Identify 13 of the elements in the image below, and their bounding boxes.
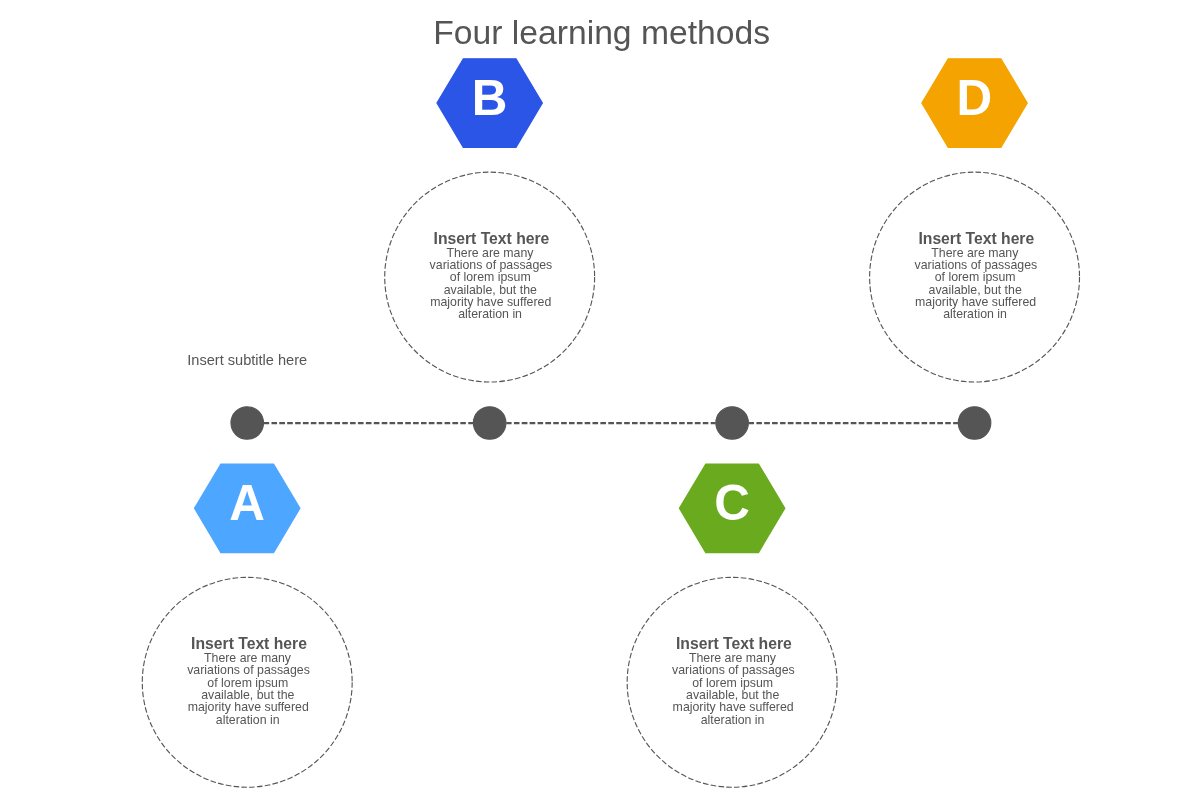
connector <box>263 421 473 425</box>
node-circle: Insert Text here There are many variations of passages of lorem ipsum available, but the majority have suffered alteration in <box>383 171 595 383</box>
node-circle: Insert Text here There are many variations of passages of lorem ipsum available, but the majority have suffered alteration in <box>626 576 838 788</box>
node-circle: Insert Text here There are many variations of passages of lorem ipsum available, but the majority have suffered alteration in <box>141 576 353 788</box>
label: Insert subtitle here <box>186 352 307 369</box>
node-circle <box>957 406 991 440</box>
node-circle <box>229 406 264 440</box>
node-circle <box>714 406 749 440</box>
connector <box>748 421 958 425</box>
node-circle <box>472 406 506 440</box>
diagram-title: Four learning methods <box>432 14 770 52</box>
node-circle: Insert Text here There are many variations of passages of lorem ipsum available, but the majority have suffered alteration in <box>868 171 1080 383</box>
connector <box>505 421 716 425</box>
